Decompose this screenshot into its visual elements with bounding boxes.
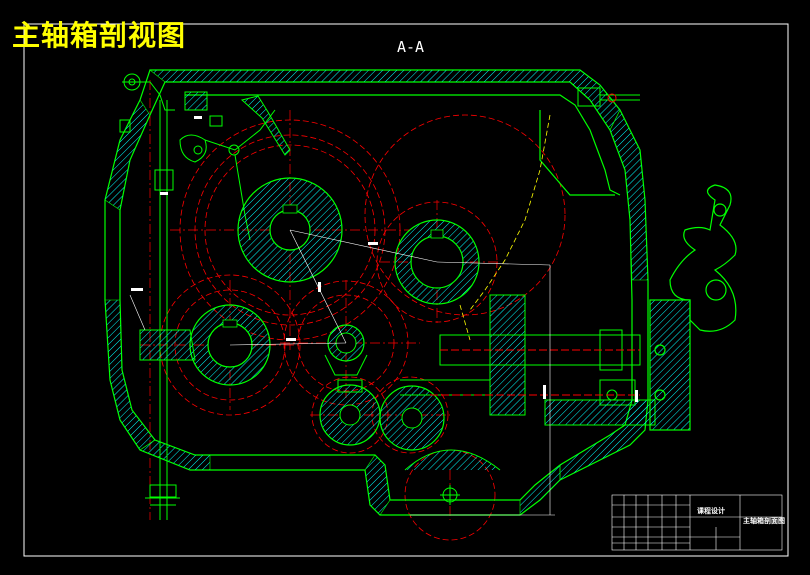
housing-outline	[104, 69, 649, 516]
housing-wall-hatch	[104, 69, 649, 516]
right-shaft-assembly	[400, 294, 656, 426]
drawing-frame	[23, 23, 789, 557]
top-right-plug	[577, 87, 640, 107]
title-block-drawing-name: 主轴箱剖面图	[743, 516, 785, 525]
dimension-lines	[129, 229, 555, 516]
title-block-design-label: 课程设计	[697, 506, 725, 515]
section-label: A-A	[397, 38, 424, 56]
bottom-gears	[319, 379, 445, 451]
external-handle	[649, 184, 737, 431]
lever-mechanism	[119, 73, 291, 520]
drain-plug	[404, 449, 501, 505]
title-block	[611, 494, 783, 551]
center-small-gear	[324, 324, 368, 376]
page-title: 主轴箱剖视图	[12, 19, 187, 52]
shift-fork-path	[459, 114, 551, 341]
annotation-marks	[131, 116, 638, 402]
